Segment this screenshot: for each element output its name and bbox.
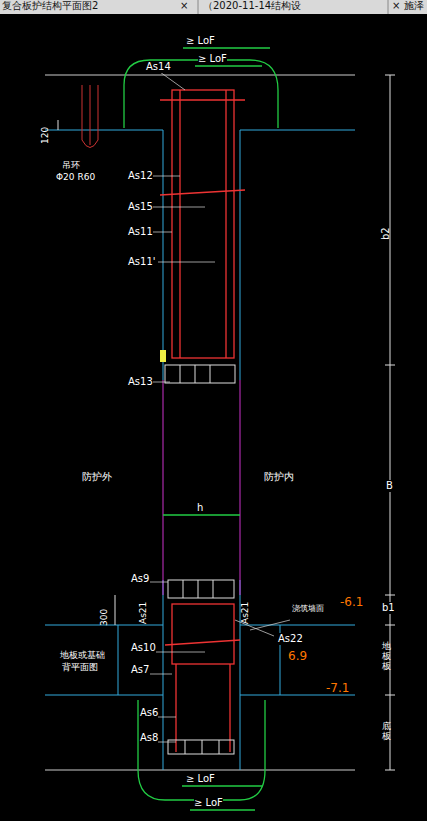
callout-label: 施泽 (404, 0, 424, 12)
callout-label: ≥ LoF (194, 797, 223, 809)
callout-label: （2020-11-14结构设 (203, 0, 301, 12)
callout-label: ≥ LoF (186, 35, 215, 47)
elevation-note: 6.9 (288, 650, 307, 664)
callout-label: As21 (138, 602, 148, 624)
tab-bar (0, 0, 427, 14)
elevation-note: -7.1 (326, 682, 349, 696)
callout-label: As11' (128, 256, 156, 268)
callout-label: ≥ LoF (186, 773, 215, 785)
callout-label: As11 (128, 226, 153, 238)
callout-label: As21 (240, 602, 250, 624)
callout-label: As9 (131, 573, 149, 585)
callout-label: × (392, 0, 400, 12)
callout-label: As22 (278, 633, 303, 645)
callout-label: × (180, 0, 188, 12)
callout-label: Φ20 R60 (56, 172, 95, 182)
callout-label: As8 (140, 732, 158, 744)
callout-label: 防护外 (82, 471, 112, 483)
elevation-note: -6.1 (340, 596, 363, 610)
callout-label: As14 (146, 61, 171, 73)
callout-label: 底板 (382, 722, 391, 742)
callout-label: As7 (131, 664, 149, 676)
callout-label: ≥ LoF (198, 53, 227, 65)
callout-label: As12 (128, 170, 153, 182)
callout-label: 吊环 (62, 160, 80, 170)
callout-label: 300 (99, 609, 109, 626)
callout-label: As13 (128, 376, 153, 388)
callout-label: B (386, 480, 393, 492)
callout-label: 浇筑墙面 (292, 604, 324, 613)
callout-label: 背平面图 (62, 662, 98, 672)
callout-label: 地板或基础 (60, 650, 105, 660)
callout-label: 复合板护结构平面图2 (2, 0, 98, 12)
callout-label: As15 (128, 201, 153, 213)
callout-label: b2 (380, 227, 392, 240)
callout-label: As6 (140, 707, 158, 719)
callout-label: b1 (382, 602, 395, 614)
callout-label: h (197, 502, 203, 514)
callout-label: 地板板 (382, 642, 391, 672)
callout-label: 120 (40, 127, 50, 144)
callout-label: 防护内 (264, 471, 294, 483)
callout-label: As10 (131, 642, 156, 654)
